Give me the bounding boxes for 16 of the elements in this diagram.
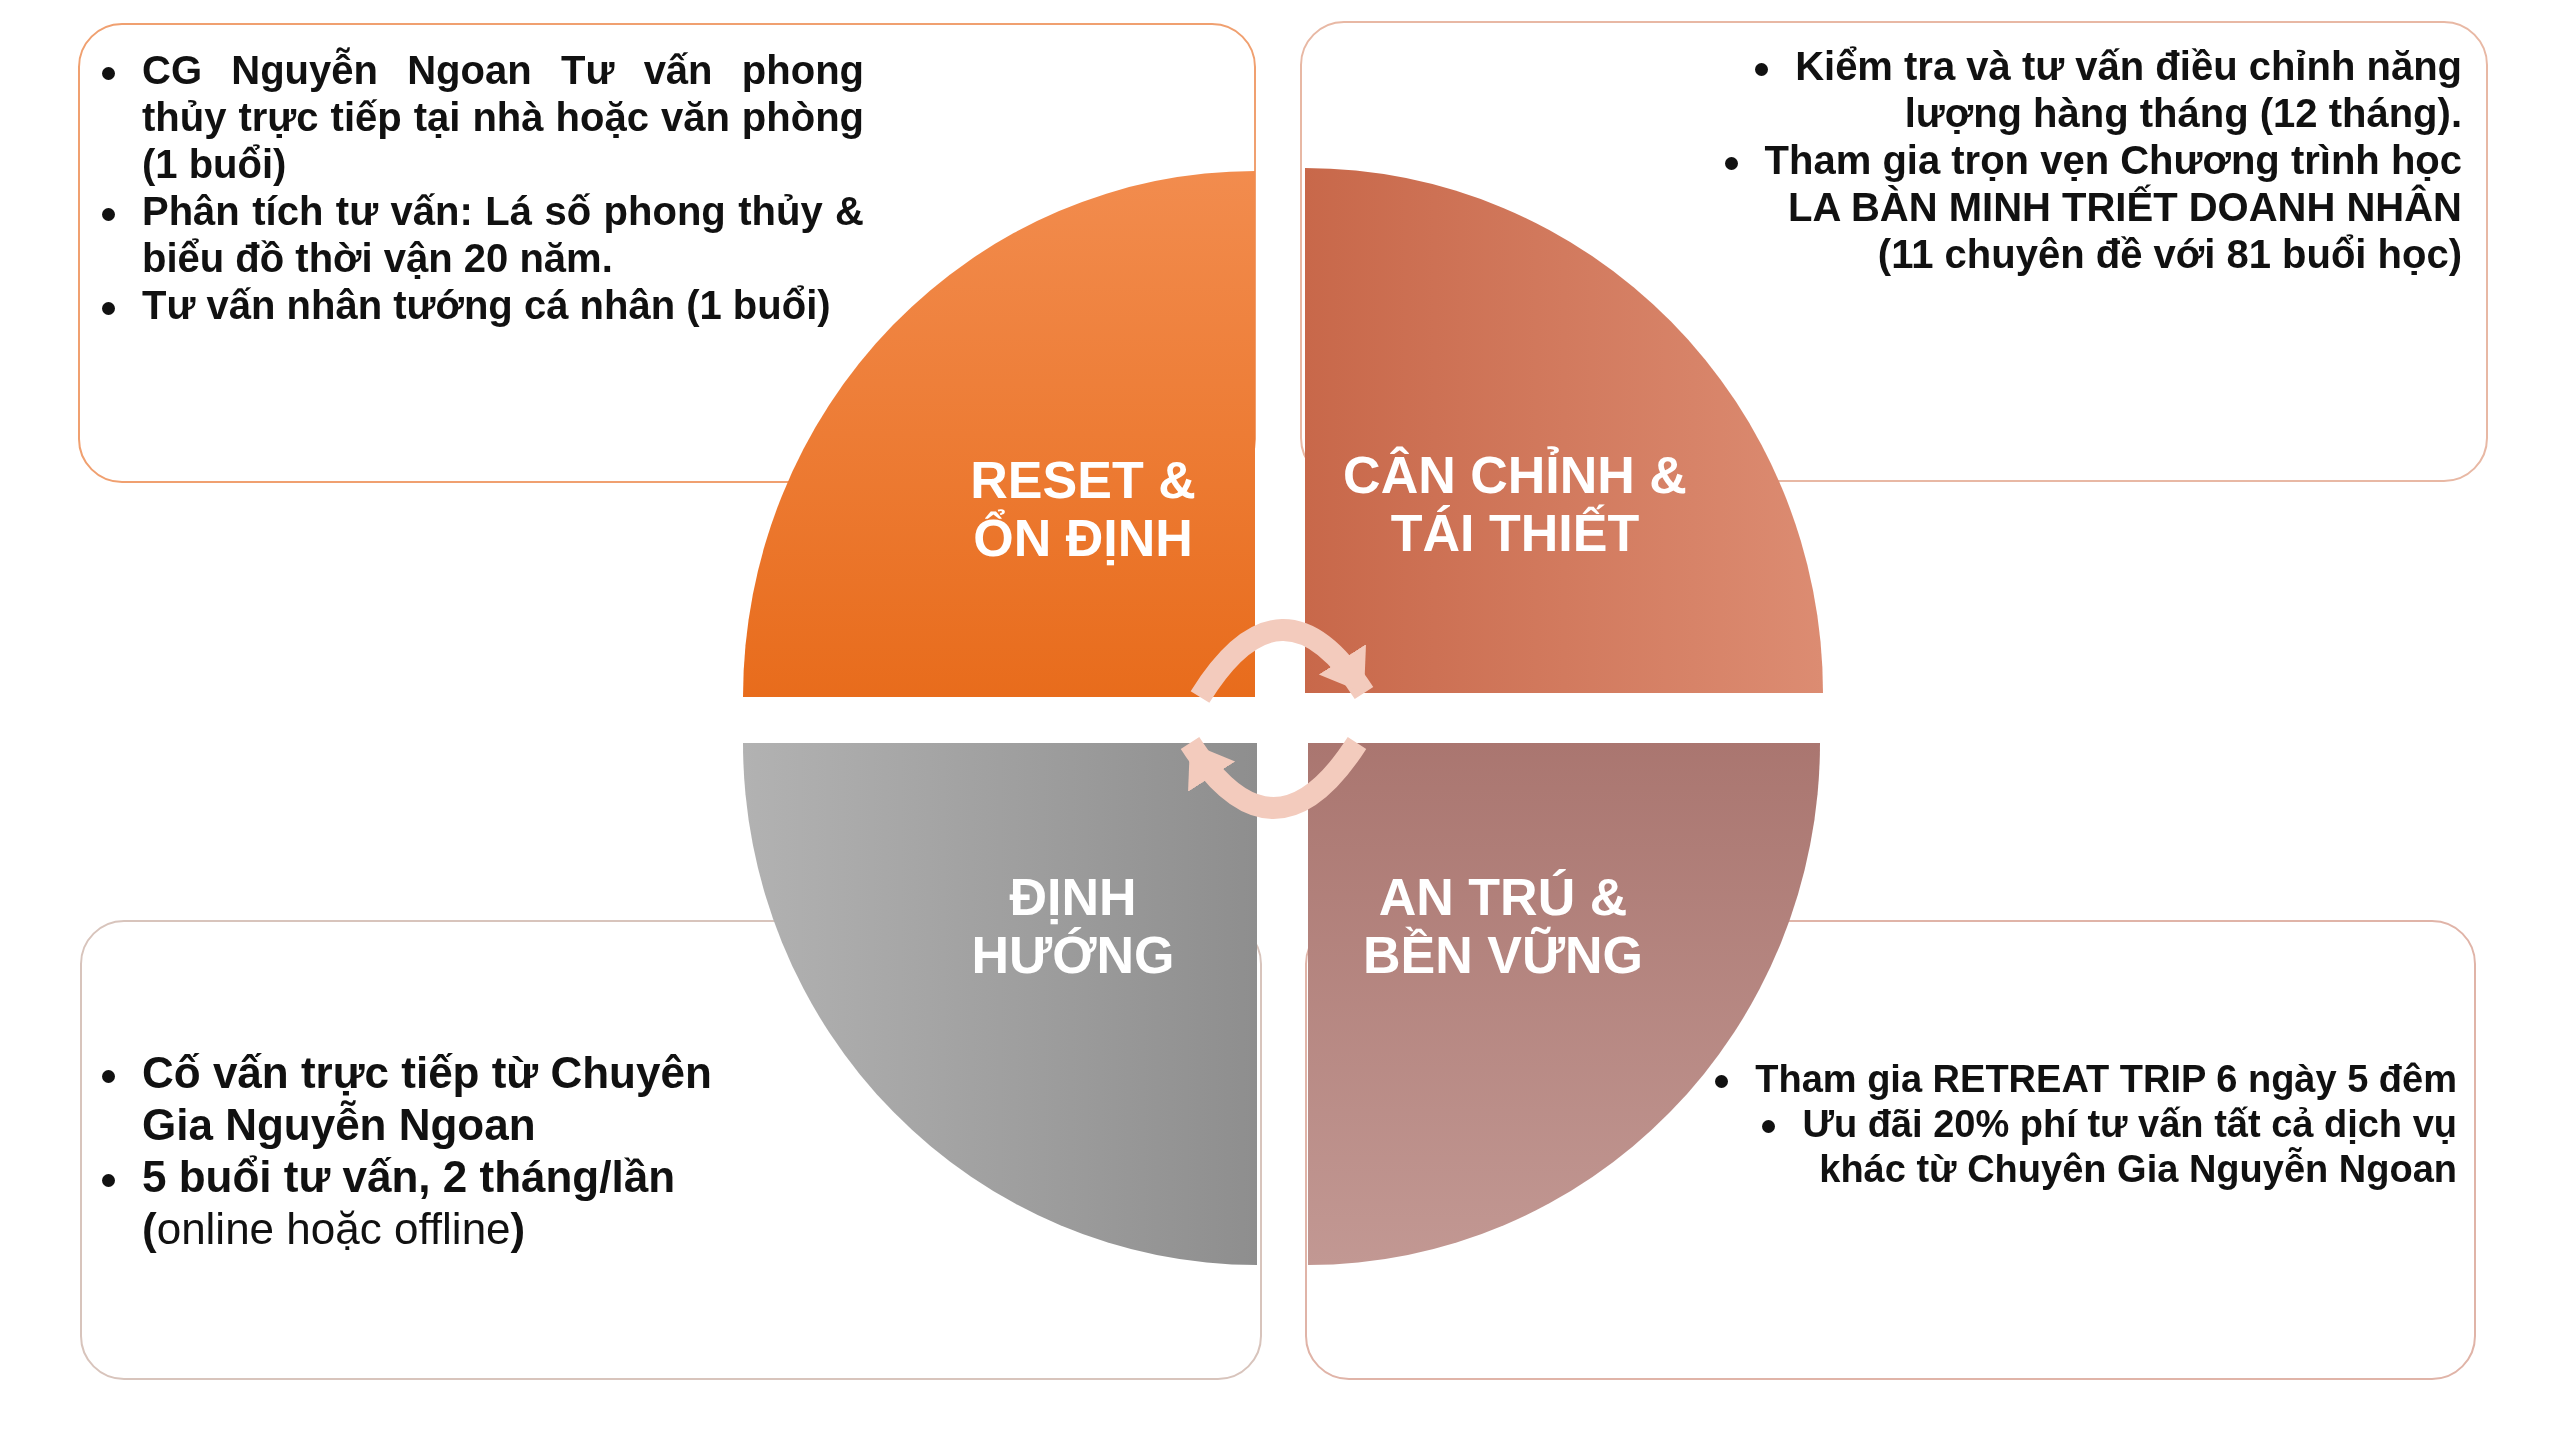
segment-title: RESET & ỔN ĐỊNH (969, 451, 1197, 567)
bullet-text: Kiểm tra và tư vấn điều chỉnh năng lượng hàng tháng (12 tháng). (1795, 44, 2462, 135)
bullet-text: Cố vấn trực tiếp từ Chuyên Gia Nguyễn Ngoan (142, 1048, 712, 1149)
cycle-arrow (1190, 619, 1373, 704)
bullet-text: CG Nguyễn Ngoan Tư vấn phong thủy trực tiếp tại nhà hoặc văn phòng (1 buổi) (142, 48, 864, 186)
bullet-text: Phân tích tư vấn: Lá số phong thủy & biểu đồ thời vận 20 năm. (142, 189, 864, 280)
cycle-arrow (1181, 736, 1366, 819)
bullet-text: Tư vấn nhân tướng cá nhân (1 buổi) (142, 283, 831, 327)
quadrant-segment (743, 743, 1257, 1265)
segment-title: AN TRÚ & BỀN VỮNG (1361, 868, 1645, 984)
bullet-text: Tham gia RETREAT TRIP 6 ngày 5 đêm (1755, 1058, 2457, 1100)
bullet-text: Ưu đãi 20% phí tư vấn tất cả dịch vụ khác từ Chuyên Gia Nguyễn Ngoan (1802, 1103, 2457, 1190)
segment-title: ĐỊNH HƯỚNG (970, 868, 1176, 984)
segment-title: CÂN CHỈNH & TÁI THIẾT (1342, 446, 1688, 562)
bullet-text: Tham gia trọn vẹn Chương trình học LA BÀN MINH TRIẾT DOANH NHÂN (11 chuyên đề với 81 buổi học) (1764, 138, 2462, 276)
bullet-text: 5 buổi tư vấn, 2 tháng/lần (online hoặc offline) (142, 1152, 676, 1253)
